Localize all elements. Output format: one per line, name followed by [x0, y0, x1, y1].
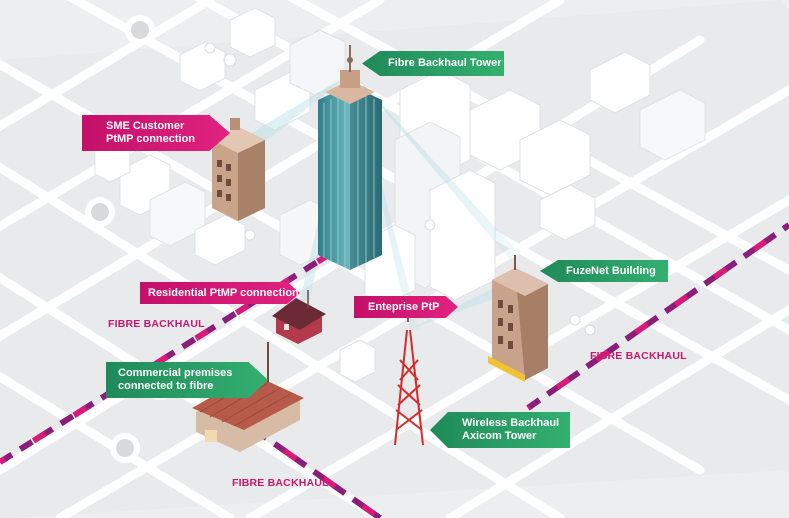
callout-residential-ptmp-label: Residential PtMP connection — [148, 286, 299, 299]
callout-fibre-backhaul-tower-label: Fibre Backhaul Tower — [388, 57, 502, 69]
fibre-backhaul-label-left: FIBRE BACKHAUL — [108, 318, 205, 330]
callout-fuzenet-building: FuzeNet Building — [540, 260, 668, 282]
callout-sme-customer: SME Customer PtMP connection — [82, 115, 230, 151]
fibre-backhaul-tower — [318, 45, 382, 270]
fuzenet-building — [488, 255, 548, 382]
callout-wireless-backhaul: Wireless Backhaul Axicom Tower — [430, 412, 570, 448]
fibre-backhaul-lines — [0, 222, 789, 518]
callout-enterprise-ptp: Enteprise PtP — [354, 296, 458, 318]
callout-wireless-backhaul-label: Wireless Backhaul Axicom Tower — [462, 417, 560, 442]
callout-fibre-backhaul-tower: Fibre Backhaul Tower — [362, 51, 504, 76]
fibre-backhaul-label-bottom: FIBRE BACKHAUL — [232, 477, 329, 489]
callout-sme-customer-label: SME Customer PtMP connection — [106, 120, 196, 145]
axicom-tower — [394, 300, 424, 446]
trees — [204, 42, 596, 336]
commercial-warehouse — [192, 342, 304, 452]
callout-residential-ptmp: Residential PtMP connection — [140, 282, 300, 304]
callout-commercial-premises: Commercial premises connected to fibre — [106, 362, 268, 398]
callout-fuzenet-building-label: FuzeNet Building — [566, 264, 656, 277]
callout-commercial-premises-label: Commercial premises connected to fibre — [118, 367, 233, 392]
city-blocks — [94, 7, 706, 383]
residential-house — [272, 290, 326, 344]
callout-enterprise-ptp-label: Enteprise PtP — [368, 300, 440, 313]
fibre-backhaul-label-right: FIBRE BACKHAUL — [590, 350, 687, 362]
